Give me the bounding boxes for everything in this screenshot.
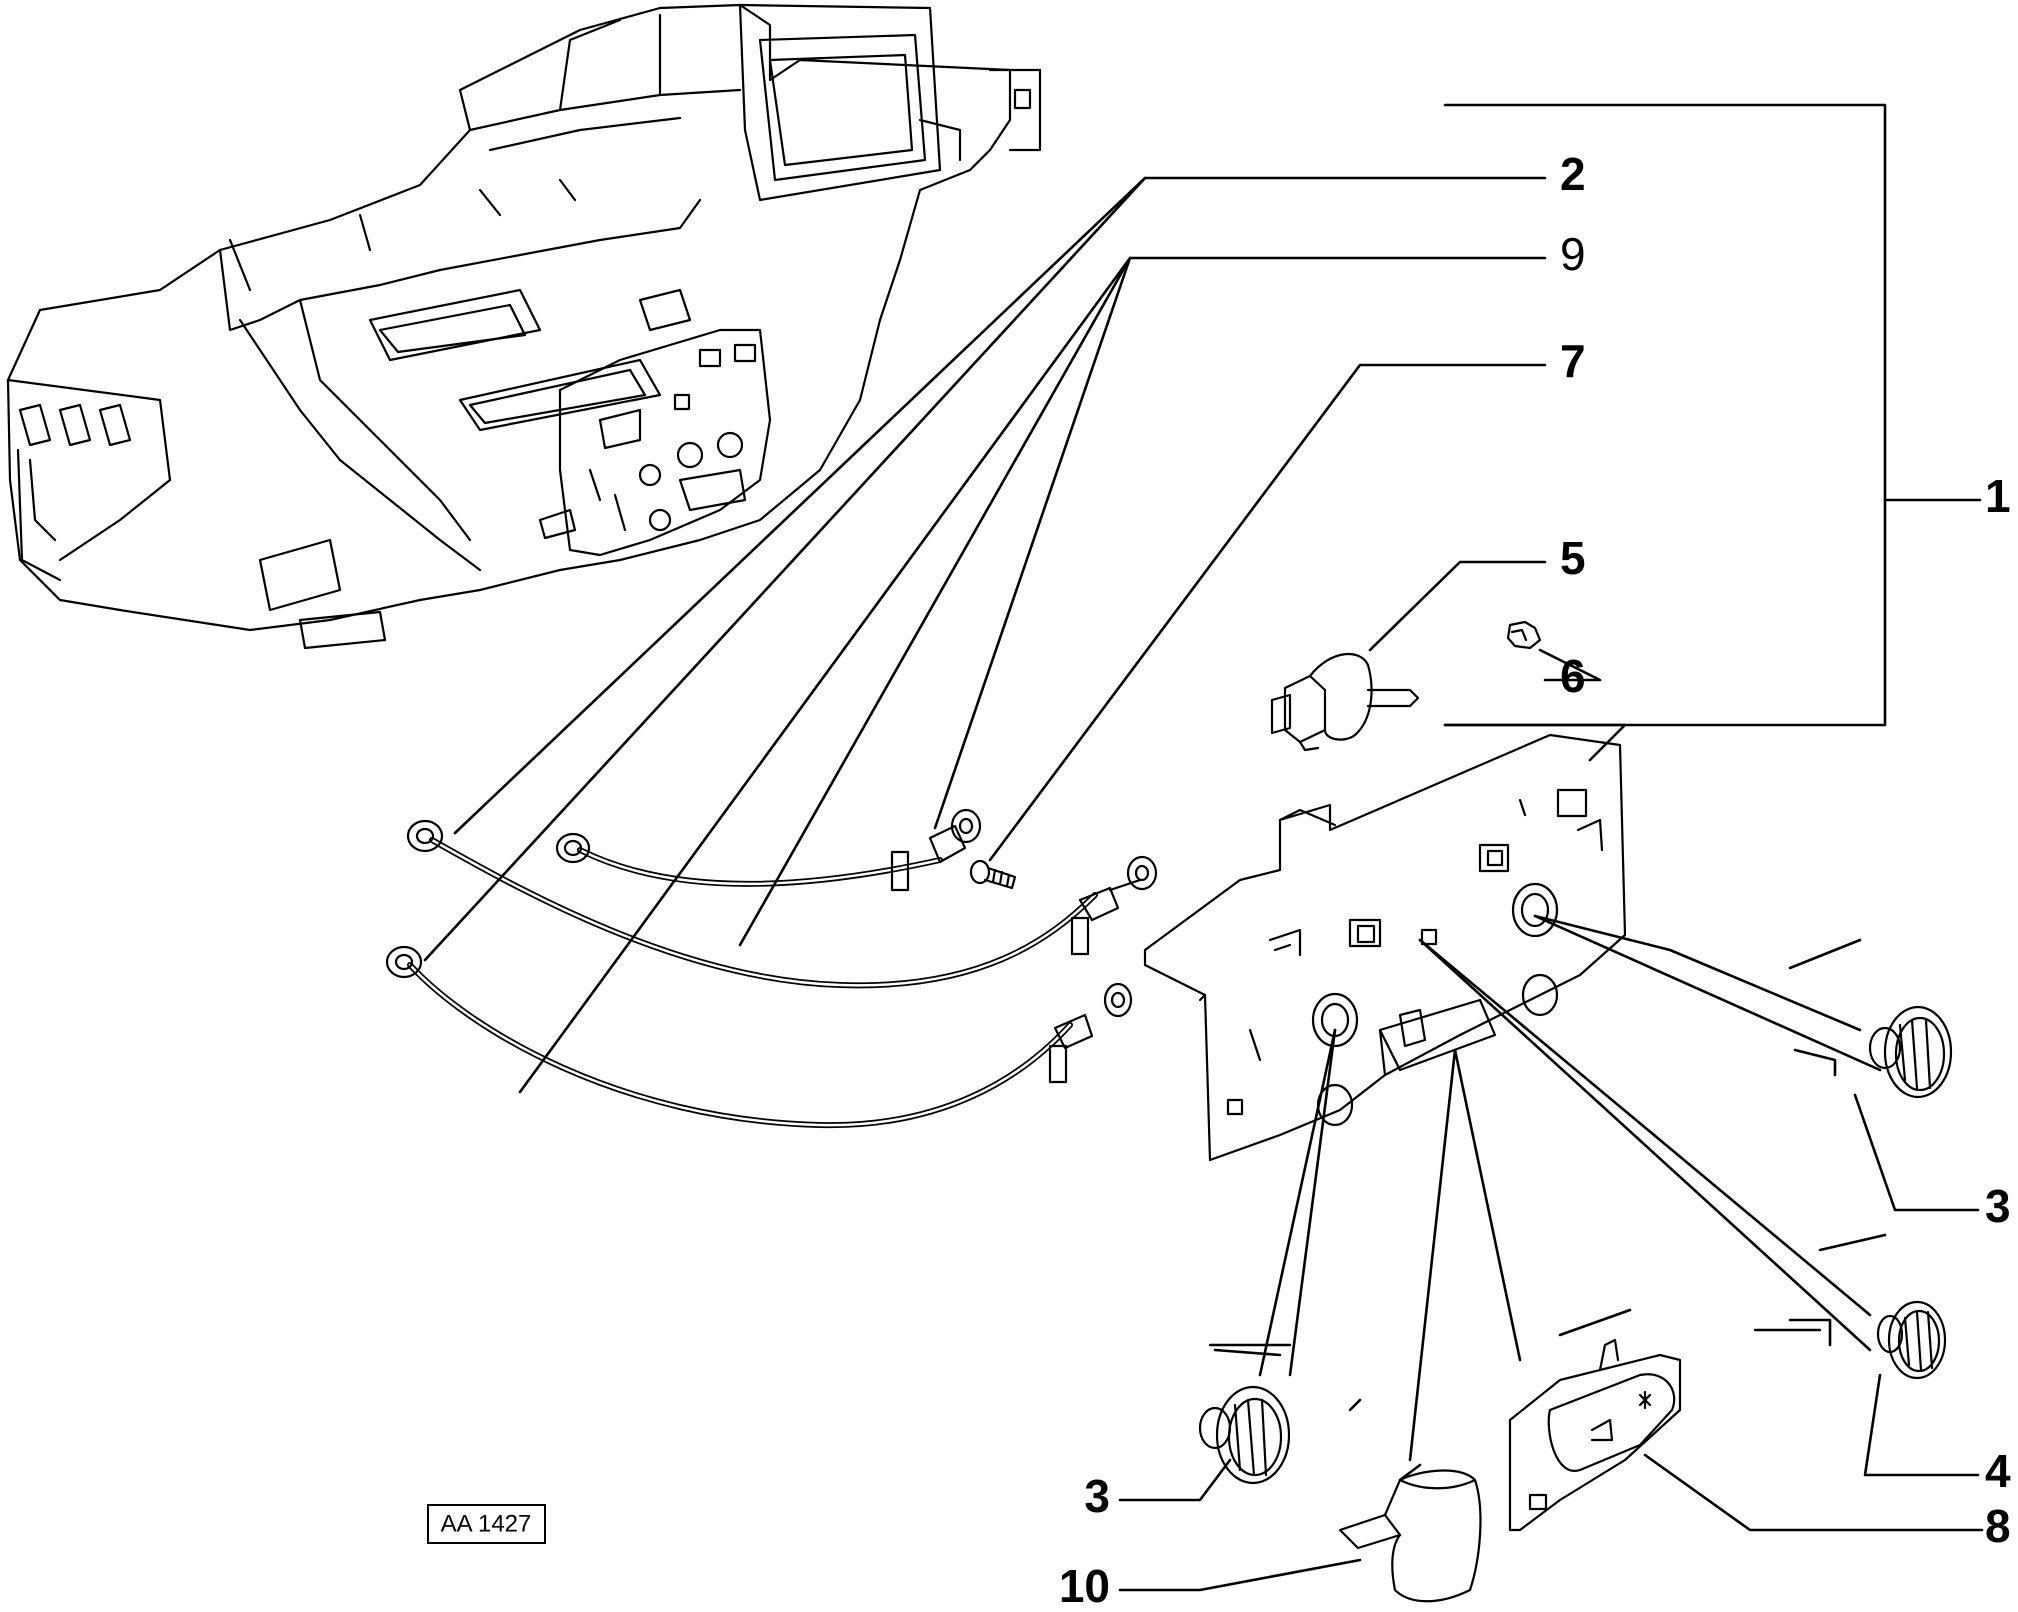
leader-lines [425,105,1982,1590]
cable-eye-lower-right [1105,984,1131,1016]
callout-3-left: 3 [1084,1470,1110,1522]
panel-knob-hole-left [1313,994,1357,1046]
callout-2: 2 [1560,148,1586,200]
cable-eye-upper-right [952,810,980,842]
fan-switch [1272,654,1418,750]
knob-left [1200,1387,1289,1483]
callout-3-right: 3 [1985,1180,2011,1232]
drawing-reference-label: AA 1427 [441,1510,532,1537]
screw [971,861,1015,888]
control-panel [1145,735,1625,1160]
cable-lower-long [410,965,1070,1125]
knob-right-lower [1878,1302,1945,1378]
panel-knob-hole-right [1513,884,1557,936]
callout-1: 1 [1985,470,2011,522]
cable-eye-middle-left [408,821,442,851]
callout-10: 10 [1059,1560,1110,1612]
drawing-reference-box: AA 1427 [428,1505,545,1543]
recirculation-switch [1510,1340,1680,1530]
cable-upper-short [580,850,940,884]
callout-9: 9 [1560,228,1586,280]
cable-clip [892,852,908,890]
knob-right-upper [1870,1007,1951,1097]
callout-5: 5 [1560,532,1586,584]
cable-middle [432,840,1095,985]
callout-6: 6 [1560,650,1586,702]
cable-eye-lower-left [387,947,421,977]
slider-knob [1340,1471,1480,1602]
break-marks [1210,1330,1820,1345]
callout-7: 7 [1560,335,1586,387]
control-cables [387,810,1156,1125]
callout-8: 8 [1985,1500,2011,1552]
cable-eye-middle-right [1128,857,1156,889]
cable-eye-upper-left [557,834,589,862]
callout-4: 4 [1985,1445,2011,1497]
callouts: 2 9 7 1 5 6 3 4 8 3 10 [1059,148,2011,1612]
heater-housing-assembly [8,5,1040,648]
bulb [1508,622,1540,648]
